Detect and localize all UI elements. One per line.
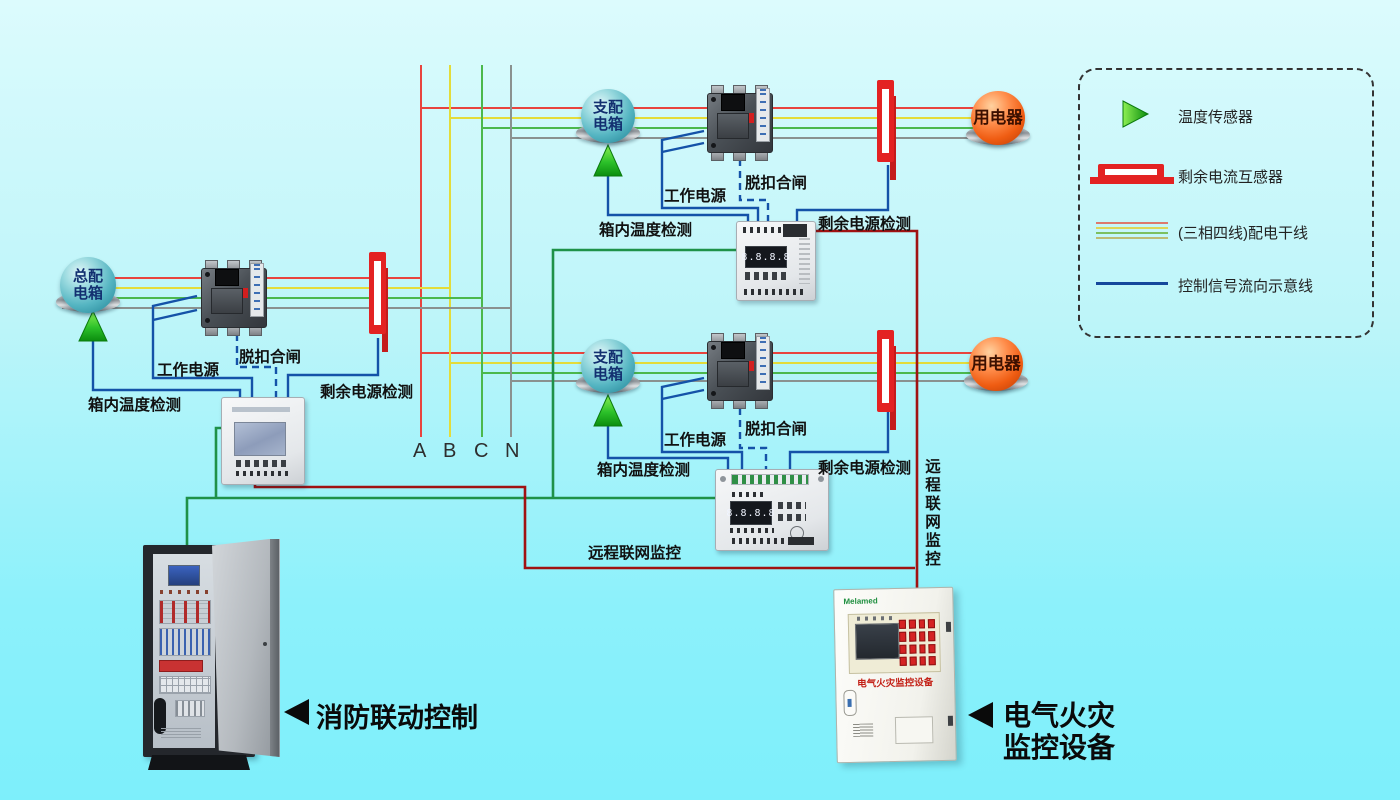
cabinet-screen [168,565,200,586]
arrow-left-icon [968,702,993,728]
residual-ct-icon [1090,164,1174,184]
label-trip-close-left: 脱扣合闸 [239,349,302,366]
label-box-temp-middle: 箱内温度检测 [597,462,691,479]
monitor-lcd [234,422,286,456]
terminal-block [783,224,807,237]
label-residual-top: 剩余电源检测 [818,216,912,233]
sub-distribution-box-middle: 支配 电箱 [581,339,635,393]
digital-display: 8.8.8.8 [741,246,790,268]
label-work-power-top: 工作电源 [664,188,727,205]
main-box-label-line1: 总配 [72,268,103,285]
label-residual-left: 剩余电源检测 [320,384,414,401]
efd-hatch [894,716,934,745]
legend-label-trunk: (三相四线)配电干线 [1178,225,1308,242]
efd-caption-line1: 电气火灾 [1003,700,1116,731]
phase-letter-n: N [505,440,520,462]
control-signal-icon [1096,282,1168,285]
monitor-panel-left [221,397,305,485]
digital-display: 8.8.8.8 [726,501,775,525]
phase-trunk-lines [62,65,985,437]
legend-label-signal: 控制信号流向示意线 [1178,278,1314,295]
ct-middle [877,330,896,430]
temp-sensor-middle [593,393,623,427]
fire-linkage-cabinet [140,538,450,793]
sub-distribution-box-top: 支配 电箱 [581,89,635,143]
efd-speaker [853,723,874,737]
legend-box: 温度传感器 剩余电流互感器 (三相四线)配电干线 控制信号流向示意线 [1078,68,1374,338]
label-trip-close-top: 脱扣合闸 [745,175,808,192]
trip-signal-lines [235,159,770,472]
label-residual-middle: 剩余电源检测 [818,460,912,477]
efd-lcd-screen [854,622,900,660]
temp-sensor-top [593,143,623,177]
circuit-breaker-top [703,85,775,161]
fire-linkage-bus [185,248,736,547]
sub-box-middle-label-line2: 电箱 [592,366,623,383]
efd-panel-text: 电气火灾监控设备 [857,677,934,690]
temp-sensor-left [78,309,108,342]
ct-top [877,80,896,180]
label-remote-monitor-horizontal: 远程联网监控 [588,545,682,562]
cabinet-plinth [148,755,250,770]
legend-label-ct: 剩余电流互感器 [1178,169,1284,186]
efd-lock [843,689,857,717]
monitor-din-top: 8.8.8.8 [736,221,816,301]
label-trip-close-middle: 脱扣合闸 [745,421,808,438]
brand-logo: Melamed [843,596,878,607]
cabinet-alarm-bar [159,660,203,672]
efd-caption-line2: 监控设备 [1003,732,1116,763]
fire-control-caption: 消防联动控制 [316,703,478,733]
temperature-sensor-icon [1122,100,1150,128]
load-appliance-middle: 用电器 [969,337,1023,391]
load-middle-label: 用电器 [971,354,1021,373]
label-work-power-left: 工作电源 [157,362,220,379]
cabinet-inner-panel [153,554,215,748]
load-top-label: 用电器 [973,108,1023,127]
efd-front-panel [847,612,941,674]
label-box-temp-top: 箱内温度检测 [599,222,693,239]
ct-left [369,252,388,352]
label-remote-monitor-vertical: 远程联网监控 [923,458,940,569]
circuit-breaker-middle [703,333,775,409]
distribution-trunk-icon [1096,222,1168,240]
control-signal-lines [91,129,890,472]
sub-box-top-label-line1: 支配 [592,99,623,116]
circuit-breaker-left [197,260,269,336]
phase-letter-c: C [474,440,489,462]
arrow-left-icon [284,699,309,725]
sub-box-middle-label-line1: 支配 [592,349,623,366]
legend-label-temp: 温度传感器 [1178,109,1254,126]
main-distribution-box: 总配 电箱 [60,257,116,313]
efd-keypad [898,619,936,666]
load-appliance-top: 用电器 [971,91,1025,145]
cabinet-door [212,539,280,757]
residual-current-transformers [369,80,896,430]
label-box-temp-left: 箱内温度检测 [88,397,182,414]
sub-box-top-label-line2: 电箱 [592,116,623,133]
label-work-power-middle: 工作电源 [664,432,727,449]
cabinet-handset [154,698,166,734]
temperature-sensors [78,143,623,427]
phase-letter-a: A [413,440,427,462]
main-box-label-line2: 电箱 [72,285,103,302]
efd-monitor-box: Melamed 电气火灾监控设备 [833,586,957,764]
monitor-din-middle: 8.8.8.8 [715,469,829,551]
phase-letter-b: B [443,440,457,462]
